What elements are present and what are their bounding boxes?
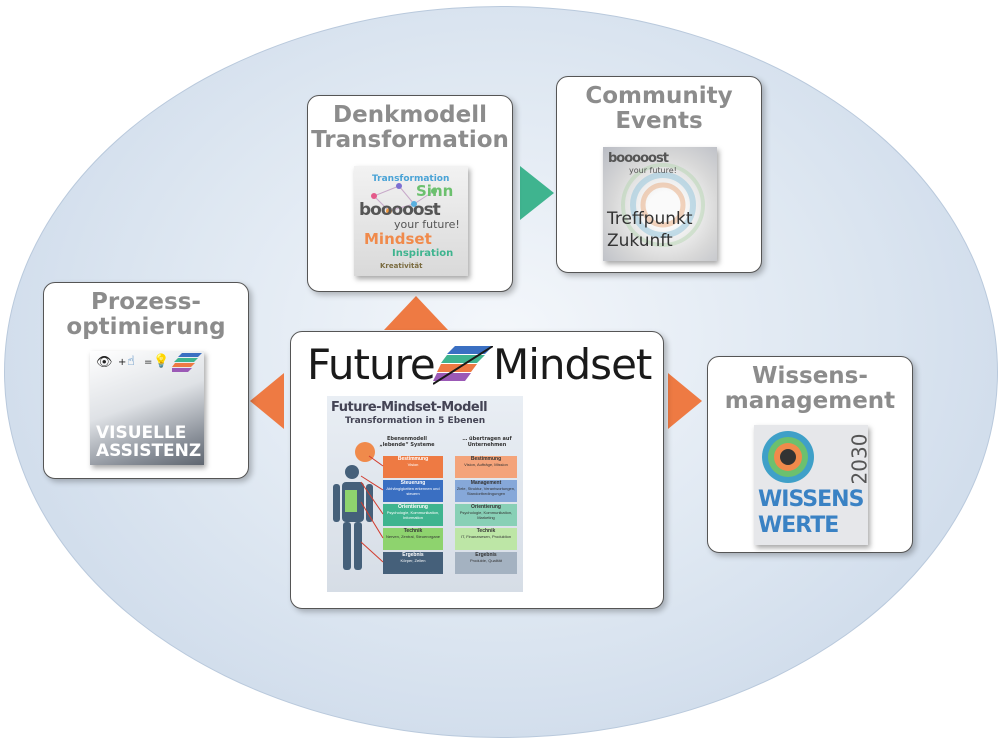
- person-silhouette-icon: [333, 442, 375, 570]
- hand-icon: ☝: [127, 354, 135, 369]
- card-title: Community Events: [585, 83, 733, 134]
- level-box: Ergebnis Produkte, Qualität: [455, 552, 517, 574]
- wissens-image: 2030 WISSENS WERTE: [754, 425, 868, 545]
- logo-stripes-icon: [433, 346, 493, 385]
- level-box: Technik Nerven, Zentral, Steuerorgane: [383, 528, 443, 550]
- denkmodell-image: Transformation Sinn booooost your future…: [354, 166, 468, 276]
- prozess-card[interactable]: Prozess- optimierung 👁 + ☝ = 💡 VISUELLE …: [43, 282, 249, 479]
- card-title: Wissens- management: [724, 363, 896, 414]
- arrow-left-icon: [250, 373, 284, 429]
- level-box: Bestimmung Vision, Aufträge, Mission: [455, 456, 517, 478]
- card-title: Prozess- optimierung: [66, 289, 226, 340]
- level-box: Orientierung Psychologie, Kommunikation,…: [455, 504, 517, 526]
- future-mindset-logo: Future Mindset: [307, 340, 652, 389]
- model-image: Future-Mindset-Modell Transformation in …: [327, 396, 523, 592]
- level-box: Orientierung Psychologie, Kommunikation,…: [383, 504, 443, 526]
- future-mindset-card[interactable]: Future Mindset Future-Mindset-Modell Tra…: [290, 331, 664, 609]
- ring-graphic: [621, 163, 705, 247]
- lightbulb-icon: 💡: [153, 354, 170, 369]
- level-box: Technik IT, Finanzwesen, Produktion: [455, 528, 517, 550]
- logo-stripes-icon: [172, 353, 202, 372]
- wissens-card[interactable]: Wissens- management 2030 WISSENS WERTE: [707, 356, 913, 553]
- arrow-up-icon: [384, 296, 448, 330]
- community-image: booooost your future! Treffpunkt Zukunft: [603, 147, 717, 261]
- arrow-right-icon: [520, 166, 554, 220]
- eye-icon: 👁: [96, 355, 113, 370]
- level-box: Management Ziele, Struktur, Verantwortun…: [455, 480, 517, 502]
- level-box: Ergebnis Körper, Zellen: [383, 552, 443, 574]
- target-logo-icon: [762, 431, 814, 483]
- left-level-stack: Bestimmung Vision Steuerung Abhängigkeit…: [383, 456, 443, 574]
- connector-lines: [360, 455, 384, 563]
- card-title: Denkmodell Transformation: [311, 102, 509, 153]
- arrow-right-icon: [668, 373, 702, 429]
- right-level-stack: Bestimmung Vision, Aufträge, Mission Man…: [455, 456, 517, 574]
- network-graphic: [371, 183, 437, 214]
- prozess-image: 👁 + ☝ = 💡 VISUELLE ASSISTENZ: [90, 351, 204, 465]
- level-box: Steuerung Abhängigkeiten erkennen und st…: [383, 480, 443, 502]
- community-card[interactable]: Community Events booooost your future! T…: [556, 76, 762, 273]
- denkmodell-card[interactable]: Denkmodell Transformation Transformation…: [307, 95, 513, 292]
- level-box: Bestimmung Vision: [383, 456, 443, 478]
